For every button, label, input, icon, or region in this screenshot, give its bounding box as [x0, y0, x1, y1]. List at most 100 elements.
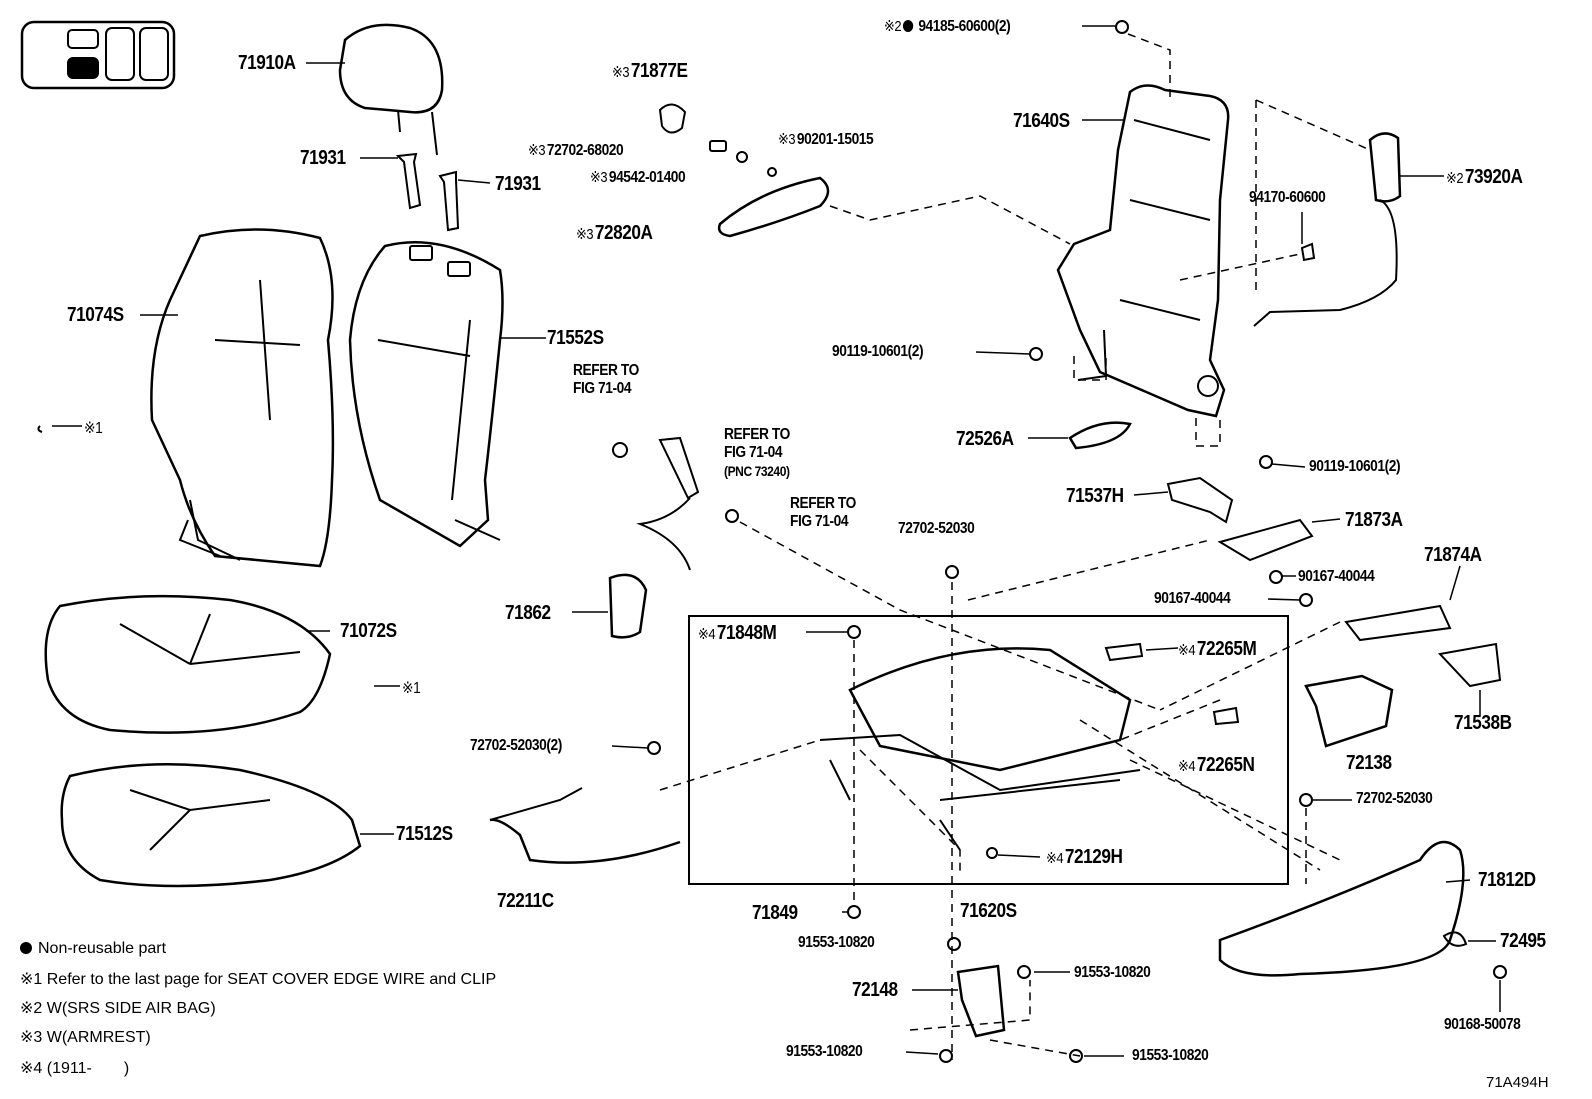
- part-label-71812d: 71812D: [1478, 869, 1536, 891]
- cap-shape: [1442, 931, 1468, 947]
- cushion-pad-shape: [60, 762, 362, 888]
- part-label-71849: 71849: [752, 902, 798, 924]
- legend-note-2: ※2 W(SRS SIDE AIR BAG): [20, 1000, 216, 1017]
- part-label-71538b: 71538B: [1454, 712, 1512, 734]
- seatback-pad-shape: [348, 241, 504, 548]
- side-airbag-shape: [1253, 132, 1402, 327]
- part-label-71537h: 71537H: [1066, 485, 1124, 507]
- note-mark-3: ※3: [576, 226, 594, 243]
- part-label-91553-10820-a: 91553-10820: [798, 934, 875, 951]
- recliner-cover-shapes: [1166, 476, 1502, 688]
- bracket-shape: [956, 964, 1006, 1038]
- part-label-72129h: 72129H: [1064, 846, 1123, 868]
- note-mark-4: ※4: [698, 626, 716, 643]
- part-label-71848m: 71848M: [716, 622, 777, 644]
- part-label-90119-10601-b: 90119-10601(2): [1309, 458, 1401, 475]
- part-label-94185-60600: 94185-60600(2): [918, 18, 1011, 35]
- part-label-71512s: 71512S: [396, 823, 453, 845]
- part-label-91553-10820-c: 91553-10820: [786, 1043, 863, 1060]
- reference-note-line: FIG 71-04: [790, 513, 849, 530]
- note-mark-1b: ※1: [402, 680, 421, 697]
- reference-note-line: REFER TO: [724, 426, 790, 443]
- seat-track-shape: [688, 615, 1289, 885]
- legend-note-1: ※1 Refer to the last page for SEAT COVER…: [20, 971, 497, 988]
- part-label-71862: 71862: [505, 602, 551, 624]
- reference-note-line: (PNC 73240): [724, 463, 790, 479]
- part-label-71931-a: 71931: [300, 147, 346, 169]
- assembly-dashed-lines: [659, 33, 1371, 1060]
- note-mark-3: ※3: [590, 169, 608, 186]
- note-mark-4: ※4: [1178, 642, 1196, 659]
- part-label-72526a: 72526A: [956, 428, 1014, 450]
- side-shield-outer-shape: [1218, 840, 1465, 977]
- part-label-94170-60600: 94170-60600: [1249, 189, 1326, 206]
- part-label-71640s: 71640S: [1013, 110, 1070, 132]
- reference-note-1: REFER TO FIG 71-04: [573, 362, 639, 398]
- legend-non-reusable: Non-reusable part: [20, 940, 166, 958]
- part-label-91553-10820-b: 91553-10820: [1074, 964, 1151, 981]
- part-label-72702-68020: 72702-68020: [546, 142, 624, 159]
- part-label-71874a: 71874A: [1424, 544, 1482, 566]
- trim-piece-shape: [1068, 421, 1132, 450]
- diagram-id: 71A494H: [1486, 1074, 1549, 1091]
- note-mark-3: ※3: [778, 131, 796, 148]
- part-label-71877e: 71877E: [630, 60, 688, 82]
- part-label-90168-50078: 90168-50078: [1444, 1016, 1521, 1033]
- note-mark-4: ※4: [1046, 850, 1064, 867]
- part-label-72148: 72148: [852, 979, 898, 1001]
- non-reusable-dot-icon: [20, 942, 32, 954]
- headrest-shape: [338, 23, 444, 156]
- part-label-73920a: 73920A: [1464, 166, 1523, 188]
- note-mark-2: ※2: [884, 18, 902, 35]
- part-label-72702-52030-a: 72702-52030: [898, 520, 975, 537]
- part-label-71620s: 71620S: [960, 900, 1017, 922]
- part-label-72265n: 72265N: [1196, 754, 1255, 776]
- cushion-cover-shape: [44, 594, 332, 734]
- part-label-90167-40044-a: 90167-40044: [1298, 568, 1375, 585]
- reference-note-line: REFER TO: [790, 495, 856, 512]
- note-mark-2: ※2: [1446, 170, 1464, 187]
- reference-note-line: FIG 71-04: [724, 444, 783, 461]
- legend-note-3: ※3 W(ARMREST): [20, 1029, 151, 1046]
- seatback-frame-shape: [1056, 84, 1230, 418]
- part-label-71072s: 71072S: [340, 620, 397, 642]
- seat-wire-shape: [489, 787, 681, 864]
- part-label-71910a: 71910A: [238, 52, 296, 74]
- part-label-91553-10820-d: 91553-10820: [1132, 1047, 1209, 1064]
- headrest-support-shapes: [395, 152, 460, 232]
- part-label-72138: 72138: [1346, 752, 1392, 774]
- leader-lines: [52, 25, 1501, 1057]
- part-label-71552s: 71552S: [547, 327, 604, 349]
- part-label-72702-52030-b: 72702-52030(2): [470, 737, 562, 754]
- part-label-71074s: 71074S: [67, 304, 124, 326]
- part-label-90201-15015: 90201-15015: [796, 131, 874, 148]
- part-label-90119-10601-a: 90119-10601(2): [832, 343, 924, 360]
- part-label-94542-01400: 94542-01400: [608, 169, 686, 186]
- part-label-72211c: 72211C: [497, 890, 554, 912]
- belt-buckle-shape: [612, 436, 739, 571]
- seatback-cover-shape: [37, 228, 335, 568]
- side-cover-shape: [608, 573, 648, 639]
- legend-text: Non-reusable part: [38, 940, 167, 957]
- reference-note-line: FIG 71-04: [573, 380, 632, 397]
- part-label-72495: 72495: [1500, 930, 1546, 952]
- reference-note-2: REFER TO FIG 71-04 (PNC 73240): [724, 426, 790, 480]
- side-shield-inner-shape: [1304, 674, 1394, 748]
- note-mark-4: ※4: [1178, 758, 1196, 775]
- part-label-72265m: 72265M: [1196, 638, 1257, 660]
- legend-note-4: ※4 (1911- ): [20, 1060, 130, 1077]
- reference-note-3: REFER TO FIG 71-04: [790, 495, 856, 531]
- part-label-90167-40044-b: 90167-40044: [1154, 590, 1231, 607]
- part-label-71873a: 71873A: [1345, 509, 1403, 531]
- reference-note-line: REFER TO: [573, 362, 639, 379]
- part-label-71931-b: 71931: [495, 173, 541, 195]
- note-mark-3: ※3: [528, 142, 546, 159]
- armrest-shapes: [658, 103, 830, 238]
- note-mark-1a: ※1: [84, 420, 103, 437]
- part-label-72820a: 72820A: [594, 222, 653, 244]
- part-label-72702-52030-c: 72702-52030: [1356, 790, 1433, 807]
- note-mark-3: ※3: [612, 64, 630, 81]
- non-reusable-dot-icon: [902, 20, 914, 32]
